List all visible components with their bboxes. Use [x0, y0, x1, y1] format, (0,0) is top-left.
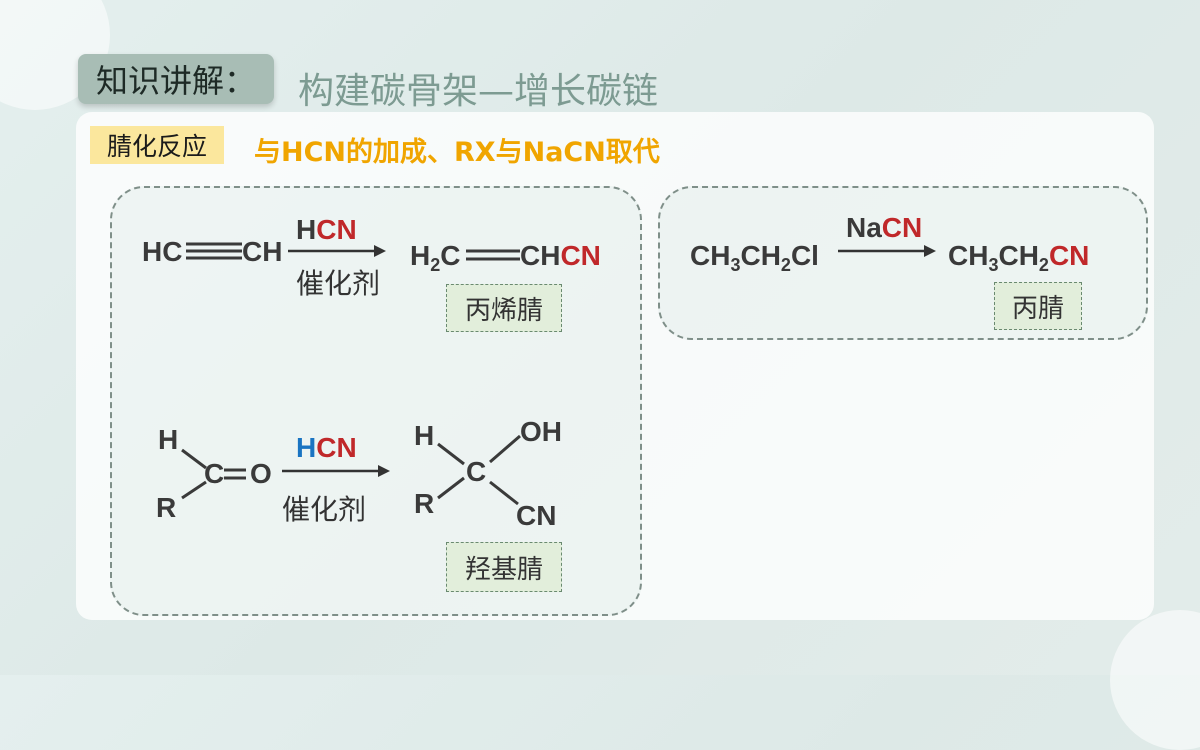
r1-product-h2c: H2C: [410, 240, 460, 276]
r1-product-chcn: CHCN: [520, 240, 601, 272]
r3-product-cn: CN: [1048, 240, 1090, 271]
r2-arrow: [282, 465, 390, 477]
r3-product-sub3: 3: [988, 255, 999, 275]
r2-product-bonds: [437, 434, 521, 506]
r1-product-h: H: [410, 240, 431, 271]
r2-product-h: H: [414, 420, 435, 451]
r3-reagent-na: Na: [846, 212, 882, 243]
r3-product-name: 丙腈: [994, 282, 1082, 330]
section-tag: 知识讲解：: [78, 54, 274, 104]
r3-reactant-sub2: 2: [780, 255, 791, 275]
r2-reagent-cn: CN: [316, 432, 357, 463]
r1-product-c: C: [440, 240, 461, 271]
r2-reagent-h: H: [296, 432, 317, 463]
r3-product-ch: CH: [948, 240, 989, 271]
r1-reagent-cn: CN: [316, 214, 357, 245]
r2-atom-h: H: [158, 424, 179, 455]
r1-reagent-h: H: [296, 214, 317, 245]
r1-product-sub2: 2: [430, 255, 441, 275]
r1-catalyst: 催化剂: [296, 267, 381, 300]
page-title: 构建碳骨架—增长碳链: [298, 71, 659, 112]
r2-reagent: HCN: [296, 432, 357, 464]
r2-product-c: C: [466, 456, 487, 487]
r2-product-r: R: [414, 488, 435, 519]
r2-product-oh: OH: [520, 416, 562, 447]
r2-catalyst: 催化剂: [282, 493, 367, 526]
r3-reactant-sub3: 3: [730, 255, 741, 275]
r2-product-name: 羟基腈: [446, 542, 562, 592]
r1-arrow: [288, 245, 386, 257]
r3-reagent-cn: CN: [881, 212, 923, 243]
r1-reactant-ch: CH: [242, 236, 283, 267]
r2-atom-o: O: [250, 458, 272, 489]
r1-reagent: HCN: [296, 214, 357, 246]
r1-product-ch: CH: [520, 240, 561, 271]
r1-reactant-hc: HC: [142, 236, 183, 267]
r2-product-cn: CN: [516, 500, 557, 531]
r1-product-cn: CN: [560, 240, 601, 271]
r1-triple-bond: [186, 242, 242, 260]
r3-product: CH3CH2CN: [948, 240, 1089, 276]
r3-product-sub2: 2: [1038, 255, 1049, 275]
topic-subtitle: 与HCN的加成、RX与NaCN取代: [254, 137, 660, 168]
r2-atom-c: C: [204, 458, 225, 489]
r1-double-bond: [466, 249, 520, 261]
r3-reactant: CH3CH2Cl: [690, 240, 819, 276]
r3-reactant-ch2: CH: [740, 240, 781, 271]
r3-reactant-ch: CH: [690, 240, 731, 271]
r2-reactant-bonds: [181, 448, 246, 500]
r3-arrow: [838, 245, 936, 257]
topic-tag: 腈化反应: [90, 126, 224, 164]
decor-circle-bottom-right: [1110, 610, 1200, 750]
r2-atom-r: R: [156, 492, 177, 523]
r3-reactant-cl: Cl: [790, 240, 819, 271]
r3-reagent: NaCN: [846, 212, 922, 244]
r1-product-name: 丙烯腈: [446, 284, 562, 332]
r3-product-ch2: CH: [998, 240, 1039, 271]
